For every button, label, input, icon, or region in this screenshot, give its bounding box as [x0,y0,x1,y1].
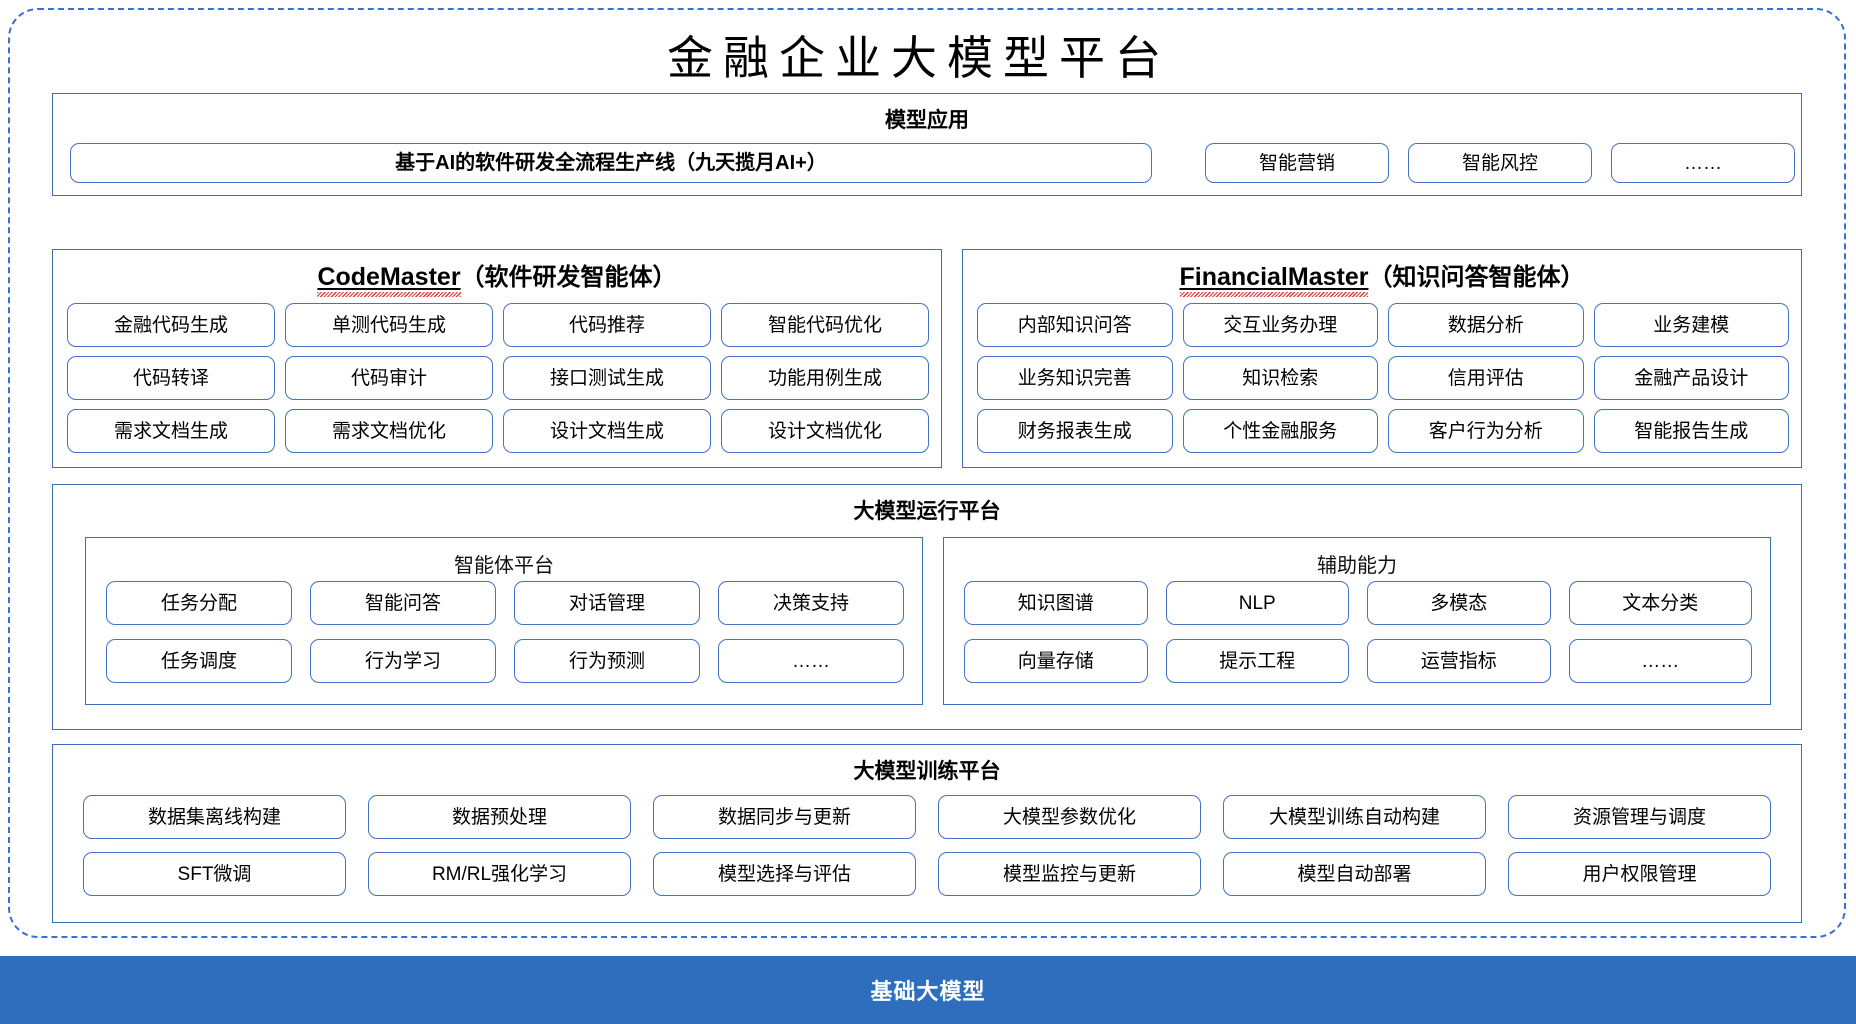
training-platform-item-1[interactable]: 数据预处理 [368,795,631,839]
section-runtime-platform-title: 大模型运行平台 [853,500,1001,523]
code-master-item-1[interactable]: 单测代码生成 [285,303,493,347]
training-platform-item-8[interactable]: 模型选择与评估 [653,852,916,896]
financial-master-item-7[interactable]: 金融产品设计 [1593,356,1789,400]
financial-master-item-11[interactable]: 智能报告生成 [1593,409,1789,453]
auxiliary-capability-item-2[interactable]: 多模态 [1367,581,1551,625]
training-platform-item-grid: 数据集离线构建 数据预处理 数据同步与更新 大模型参数优化 大模型训练自动构建 … [83,795,1771,905]
training-platform-item-11[interactable]: 用户权限管理 [1508,852,1771,896]
code-master-title-en: CodeMaster [317,263,461,291]
agent-platform-item-0[interactable]: 任务分配 [106,581,292,625]
training-platform-item-6[interactable]: SFT微调 [83,852,346,896]
code-master-item-8[interactable]: 需求文档生成 [67,409,275,453]
financial-master-item-0[interactable]: 内部知识问答 [977,303,1173,347]
training-platform-item-9[interactable]: 模型监控与更新 [938,852,1201,896]
model-application-item-1[interactable]: 智能风控 [1408,143,1592,183]
agent-platform-item-1[interactable]: 智能问答 [310,581,496,625]
financial-master-item-1[interactable]: 交互业务办理 [1182,303,1378,347]
code-master-title-wrap: CodeMaster [317,263,461,297]
code-master-item-2[interactable]: 代码推荐 [503,303,711,347]
page-title: 金融企业大模型平台 [667,33,1171,84]
code-master-item-10[interactable]: 设计文档生成 [503,409,711,453]
code-master-title-cn: （软件研发智能体） [460,264,677,291]
financial-master-item-3[interactable]: 业务建模 [1593,303,1789,347]
training-platform-item-3[interactable]: 大模型参数优化 [938,795,1201,839]
auxiliary-capability-item-5[interactable]: 提示工程 [1165,639,1349,683]
agent-platform-item-5[interactable]: 行为学习 [310,639,496,683]
financial-master-item-5[interactable]: 知识检索 [1182,356,1378,400]
training-platform-item-0[interactable]: 数据集离线构建 [83,795,346,839]
section-code-master: CodeMaster（软件研发智能体） 金融代码生成 单测代码生成 代码推荐 智… [52,249,942,468]
financial-master-title-en: FinancialMaster [1179,263,1369,291]
agent-platform-item-6[interactable]: 行为预测 [514,639,700,683]
financial-master-item-8[interactable]: 财务报表生成 [977,409,1173,453]
code-master-item-0[interactable]: 金融代码生成 [67,303,275,347]
model-application-banner[interactable]: 基于AI的软件研发全流程生产线（九天揽月AI+） [70,143,1152,183]
auxiliary-capability-item-grid: 知识图谱 NLP 多模态 文本分类 向量存储 提示工程 运营指标 …… [964,581,1752,691]
section-model-application-title: 模型应用 [885,109,969,132]
financial-master-item-6[interactable]: 信用评估 [1388,356,1584,400]
financial-master-title-wrap: FinancialMaster [1179,263,1369,297]
code-master-item-7[interactable]: 功能用例生成 [721,356,929,400]
model-application-item-2[interactable]: …… [1611,143,1795,183]
agent-platform-item-4[interactable]: 任务调度 [106,639,292,683]
auxiliary-capability-item-7[interactable]: …… [1568,639,1752,683]
subsection-auxiliary-capability: 辅助能力 知识图谱 NLP 多模态 文本分类 向量存储 提示工程 运营指标 …… [943,537,1771,705]
subsection-auxiliary-capability-title: 辅助能力 [1317,555,1397,577]
section-code-master-title: CodeMaster（软件研发智能体） [53,263,941,297]
diagram-outer-frame [8,8,1846,938]
section-financial-master-title: FinancialMaster（知识问答智能体） [963,263,1801,297]
subsection-agent-platform: 智能体平台 任务分配 智能问答 对话管理 决策支持 任务调度 行为学习 行为预测… [85,537,923,705]
model-application-item-0[interactable]: 智能营销 [1205,143,1389,183]
code-master-item-5[interactable]: 代码审计 [285,356,493,400]
code-master-item-3[interactable]: 智能代码优化 [721,303,929,347]
auxiliary-capability-item-1[interactable]: NLP [1165,581,1349,625]
training-platform-item-7[interactable]: RM/RL强化学习 [368,852,631,896]
training-platform-item-5[interactable]: 资源管理与调度 [1508,795,1771,839]
subsection-agent-platform-title: 智能体平台 [454,555,554,577]
agent-platform-item-3[interactable]: 决策支持 [718,581,904,625]
code-master-item-9[interactable]: 需求文档优化 [285,409,493,453]
auxiliary-capability-item-4[interactable]: 向量存储 [964,639,1148,683]
foundation-model-label: 基础大模型 [870,979,986,1004]
spellcheck-squiggle-icon [1179,292,1369,297]
code-master-item-6[interactable]: 接口测试生成 [503,356,711,400]
section-runtime-platform: 大模型运行平台 智能体平台 任务分配 智能问答 对话管理 决策支持 任务调度 行… [52,484,1802,730]
agent-platform-item-2[interactable]: 对话管理 [514,581,700,625]
financial-master-title-cn: （知识问答智能体） [1368,264,1585,291]
auxiliary-capability-item-6[interactable]: 运营指标 [1367,639,1551,683]
section-financial-master: FinancialMaster（知识问答智能体） 内部知识问答 交互业务办理 数… [962,249,1802,468]
foundation-model-band: 基础大模型 [0,956,1856,1024]
training-platform-item-4[interactable]: 大模型训练自动构建 [1223,795,1486,839]
financial-master-item-4[interactable]: 业务知识完善 [977,356,1173,400]
training-platform-item-2[interactable]: 数据同步与更新 [653,795,916,839]
code-master-item-11[interactable]: 设计文档优化 [721,409,929,453]
section-training-platform-title: 大模型训练平台 [853,760,1001,783]
agent-platform-item-grid: 任务分配 智能问答 对话管理 决策支持 任务调度 行为学习 行为预测 …… [106,581,904,691]
financial-master-item-9[interactable]: 个性金融服务 [1182,409,1378,453]
auxiliary-capability-item-0[interactable]: 知识图谱 [964,581,1148,625]
spellcheck-squiggle-icon [317,292,461,297]
section-model-application: 模型应用 基于AI的软件研发全流程生产线（九天揽月AI+） 智能营销 智能风控 … [52,93,1802,196]
financial-master-item-10[interactable]: 客户行为分析 [1388,409,1584,453]
code-master-item-4[interactable]: 代码转译 [67,356,275,400]
section-training-platform: 大模型训练平台 数据集离线构建 数据预处理 数据同步与更新 大模型参数优化 大模… [52,744,1802,923]
training-platform-item-10[interactable]: 模型自动部署 [1223,852,1486,896]
auxiliary-capability-item-3[interactable]: 文本分类 [1568,581,1752,625]
financial-master-item-grid: 内部知识问答 交互业务办理 数据分析 业务建模 业务知识完善 知识检索 信用评估… [977,303,1789,455]
financial-master-item-2[interactable]: 数据分析 [1388,303,1584,347]
code-master-item-grid: 金融代码生成 单测代码生成 代码推荐 智能代码优化 代码转译 代码审计 接口测试… [67,303,929,455]
agent-platform-item-7[interactable]: …… [718,639,904,683]
